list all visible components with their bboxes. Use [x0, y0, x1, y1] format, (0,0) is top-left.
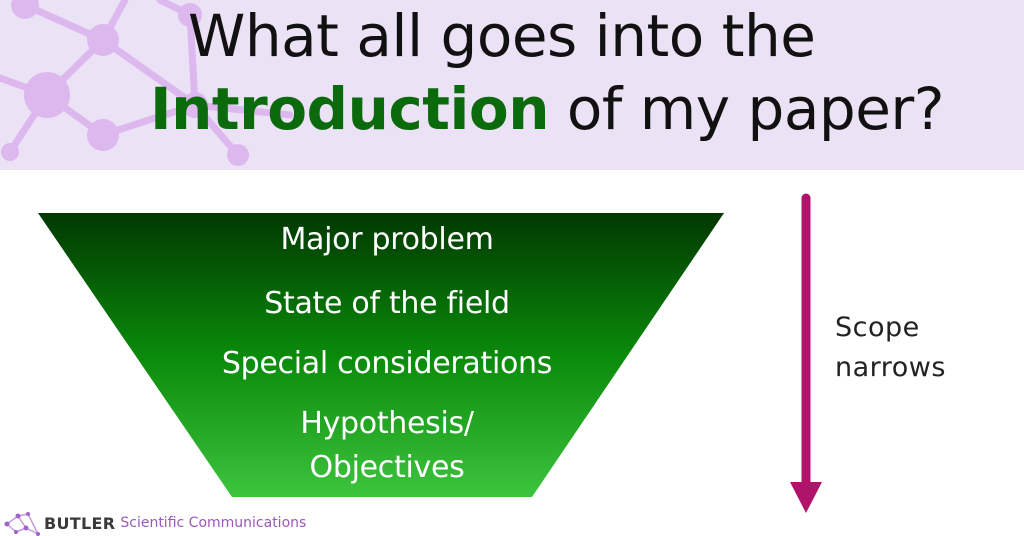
- funnel-item-special-considerations: Special considerations: [221, 346, 553, 381]
- funnel-item-objectives: Objectives: [309, 450, 465, 485]
- down-arrow-icon: [790, 193, 822, 513]
- funnel-item-hypothesis: Hypothesis/: [300, 406, 474, 441]
- scope-label-line2: narrows: [835, 352, 946, 383]
- footer-logo: BUTLER Scientific Communications: [4, 510, 306, 536]
- logo-brand: BUTLER: [44, 513, 116, 533]
- scope-label: Scope narrows: [835, 308, 946, 388]
- molecule-network-icon: [0, 0, 294, 166]
- header-band: What all goes into the Introduction of m…: [0, 0, 1024, 170]
- logo-subtitle: Scientific Communications: [120, 515, 307, 531]
- page-title-line1: What all goes into the: [188, 2, 816, 70]
- funnel-item-state-of-field: State of the field: [264, 286, 510, 321]
- title-highlight: Introduction: [150, 75, 549, 143]
- funnel-item-major-problem: Major problem: [280, 222, 494, 257]
- molecule-network-icon: [4, 512, 40, 536]
- title-rest: of my paper?: [548, 75, 945, 143]
- scope-label-line1: Scope: [835, 312, 920, 343]
- page-title-line2: Introduction of my paper?: [150, 75, 945, 143]
